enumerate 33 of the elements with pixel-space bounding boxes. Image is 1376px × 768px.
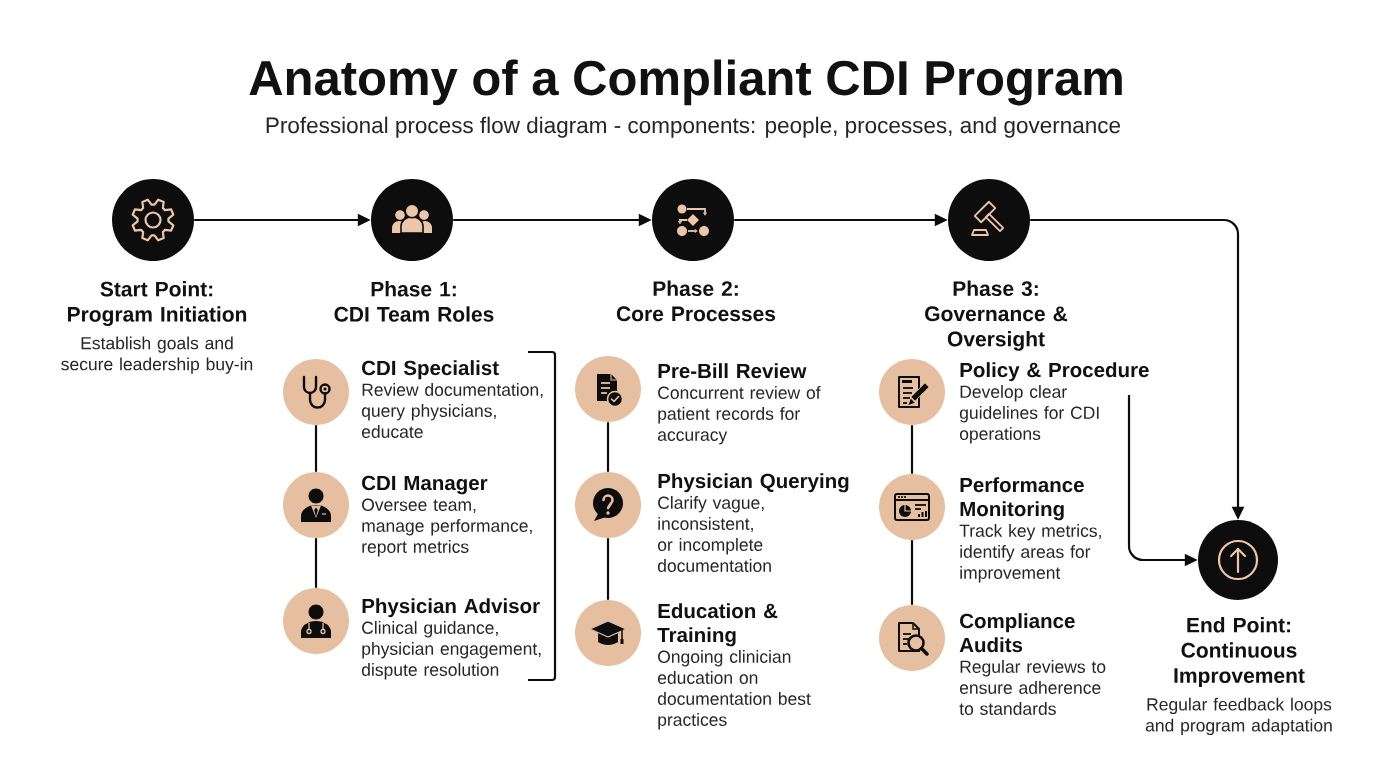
- item-description: Oversee team, manage performance, report metrics: [362, 498, 532, 557]
- item-heading: Pre-Bill Review: [658, 363, 807, 379]
- connector-line: [606, 538, 610, 600]
- item-heading: Physician Querying: [658, 473, 849, 493]
- item-description: Clarify vague, inconsistent, or incomplete documentation: [657, 496, 771, 572]
- step-heading: End Point: Continuous Improvement: [1174, 617, 1305, 688]
- connector-line: [910, 425, 914, 474]
- step-heading: Phase 3: Governance & Oversight: [925, 280, 1068, 351]
- step-heading: Start Point: Program Initiation: [68, 281, 247, 326]
- item-heading: Performance Monitoring: [960, 477, 1084, 521]
- connector-line: [910, 540, 914, 605]
- subtitle: Professional process flow diagram - components: people, processes, and governance: [266, 116, 1120, 138]
- connector-line: [314, 425, 318, 472]
- step-description: Regular feedback loops and program adaptation: [1145, 697, 1332, 736]
- item-heading: Policy & Procedure: [960, 362, 1149, 382]
- step-description: Establish goals and secure leadership buy-in: [61, 336, 253, 374]
- step-heading: Phase 1: CDI Team Roles: [334, 281, 494, 322]
- item-description: Review documentation, query physicians, educate: [361, 383, 543, 438]
- item-heading: CDI Manager: [362, 475, 488, 495]
- item-description: Regular reviews to ensure adherence to standards: [959, 660, 1106, 715]
- step-heading: Phase 2: Core Processes: [616, 280, 776, 322]
- item-heading: Physician Advisor: [362, 598, 540, 618]
- title: Anatomy of a Compliant CDI Program: [249, 59, 1122, 106]
- item-description: Ongoing clinician education on documentation best practices: [657, 650, 811, 730]
- item-description: Clinical guidance, physician engagement, dispute resolution: [361, 621, 541, 680]
- item-heading: Compliance Audits: [959, 613, 1075, 653]
- item-description: Track key metrics, identify areas for improvement: [959, 524, 1101, 583]
- item-description: Concurrent review of patient records for accuracy: [657, 386, 821, 445]
- item-heading: Education & Training: [657, 603, 778, 647]
- item-heading: CDI Specialist: [362, 360, 499, 380]
- item-description: Develop clear guidelines for CDI operations: [959, 385, 1099, 444]
- connector-line: [606, 422, 610, 472]
- connector-line: [314, 538, 318, 588]
